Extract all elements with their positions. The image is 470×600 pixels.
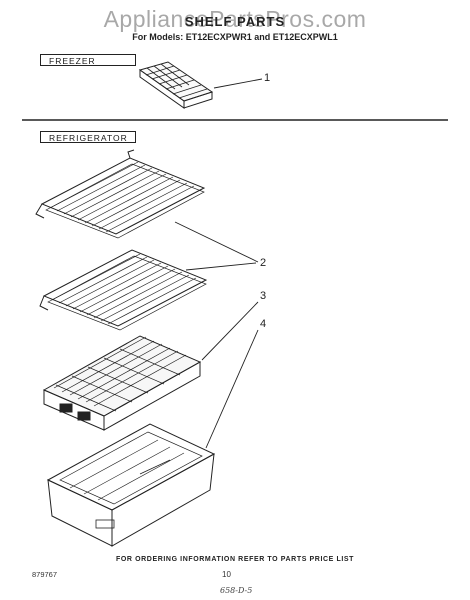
callout-4: 4 — [260, 318, 267, 330]
callout-3: 3 — [260, 290, 267, 302]
leader-line-3 — [201, 301, 259, 361]
ice-tray-part — [138, 61, 214, 109]
leader-line-2a — [174, 221, 259, 263]
leader-line-4 — [205, 329, 259, 449]
leader-line-1 — [213, 78, 263, 89]
callout-2: 2 — [260, 257, 267, 269]
crisper-drawer-part — [46, 423, 216, 547]
wire-shelf-upper — [35, 149, 206, 239]
page-title: SHELF PARTS — [184, 14, 286, 29]
ordering-note: FOR ORDERING INFORMATION REFER TO PARTS … — [115, 556, 355, 563]
leader-line-2b — [185, 262, 257, 271]
freezer-section-label: FREEZER — [40, 54, 136, 66]
watermark: AppliancePartsPros.com — [103, 6, 367, 32]
refrigerator-section-label: REFRIGERATOR — [40, 131, 136, 143]
model-numbers: For Models: ET12ECXPWR1 and ET12ECXPWL1 — [132, 32, 338, 42]
crisper-cover-part — [42, 335, 202, 431]
document-code: 879767 — [32, 570, 58, 579]
handwritten-note: 658-D-5 — [220, 586, 253, 595]
callout-1: 1 — [264, 72, 271, 84]
wire-shelf-lower — [39, 249, 208, 331]
page-number: 10 — [222, 570, 231, 579]
